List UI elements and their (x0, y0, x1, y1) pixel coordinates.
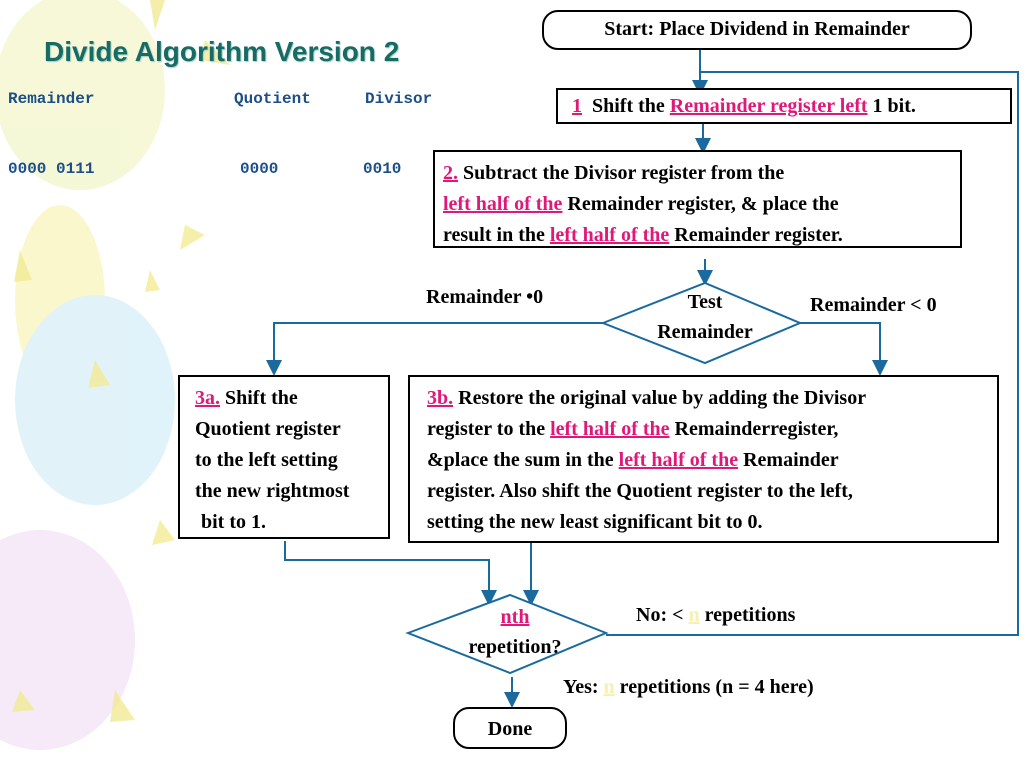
quotient-value: 0000 (240, 160, 279, 178)
step3b-line3: &place the sum in the (427, 449, 614, 471)
step3b-highlight-1: left half of the (550, 418, 670, 440)
no-branch-n: n (688, 604, 700, 626)
step1-highlight: Remainder register left (669, 95, 868, 117)
step2-line3-end: Remainder register. (674, 224, 843, 246)
no-branch-label: No: < n repetitions (636, 604, 795, 627)
step3b-highlight-2: left half of the (618, 449, 739, 471)
step3b-line2: register to the (427, 418, 546, 440)
step3a-line2: Quotient register (195, 418, 341, 440)
yes-branch-label: Yes: n repetitions (n = 4 here) (563, 676, 814, 699)
no-branch-prefix: No: < (636, 604, 684, 626)
repetition-diamond (405, 593, 609, 675)
step2-box: 2. Subtract the Divisor register from th… (433, 150, 962, 248)
start-terminal: Start: Place Dividend in Remainder (542, 10, 972, 50)
no-branch-suffix: repetitions (704, 604, 796, 626)
quotient-header: Quotient (234, 90, 311, 108)
step2-number: 2. (443, 162, 458, 184)
step3a-line3: to the left setting (195, 449, 338, 471)
step3a-box: 3a. Shift the Quotient register to the l… (178, 375, 390, 539)
yes-branch-n: n (603, 676, 615, 698)
repetition-line1: nth (500, 606, 530, 628)
step2-line2: Remainder register, & place the (567, 193, 839, 215)
step2-highlight-2: left half of the (549, 224, 670, 246)
remainder-negative-label: Remainder < 0 (810, 294, 937, 316)
repetition-question: nth repetition? (440, 602, 590, 662)
arrow-test-to-3b (800, 322, 888, 376)
step1-text: Shift the (592, 95, 665, 117)
test-remainder-text: Test Remainder (630, 287, 780, 347)
step3a-line5: bit to 1. (201, 511, 266, 533)
arrow-3a-to-repeat (284, 541, 497, 606)
page-title: Divide Algorithm Version 2 (44, 36, 400, 67)
yes-branch-prefix: Yes: (563, 676, 599, 698)
step3a-line4: the new rightmost (195, 480, 350, 502)
arrow-repeat-loop-back (606, 71, 1019, 636)
balloon-decoration (0, 0, 175, 750)
yes-branch-suffix: repetitions (n = 4 here) (619, 676, 814, 698)
arrow-test-to-3a (266, 322, 603, 376)
confetti-decoration (12, 0, 230, 722)
step2-line3: result in the (443, 224, 545, 246)
step3a-line1: Shift the (225, 387, 298, 409)
test-diamond (600, 281, 803, 365)
step2-line1: Subtract the Divisor register from the (463, 162, 785, 184)
step1-text-end: 1 bit. (872, 95, 916, 117)
step3b-line2-end: Remainderregister, (674, 418, 839, 440)
divisor-header: Divisor (365, 90, 433, 108)
step3b-box: 3b. Restore the original value by adding… (408, 375, 999, 543)
step3b-line5: setting the new least significant bit to… (427, 511, 763, 533)
step1-box: 1 Shift the Remainder register left 1 bi… (556, 88, 1012, 124)
done-terminal: Done (453, 707, 567, 749)
step3b-number: 3b. (427, 387, 454, 409)
step3b-line1: Restore the original value by adding the… (458, 387, 867, 409)
test-line2: Remainder (657, 321, 753, 343)
remainder-nonnegative-label: Remainder •0 (426, 286, 544, 308)
divisor-value: 0010 (363, 160, 402, 178)
test-line1: Test (687, 291, 723, 313)
step3a-number: 3a. (195, 387, 220, 409)
remainder-value: 0000 0111 (8, 160, 95, 178)
step2-highlight-1: left half of the (443, 193, 563, 215)
repetition-line2: repetition? (468, 636, 562, 658)
step3b-line3-end: Remainder (743, 449, 839, 471)
step3b-line4: register. Also shift the Quotient regist… (427, 480, 853, 502)
remainder-header: Remainder (8, 90, 95, 108)
step1-number: 1 (572, 95, 582, 117)
